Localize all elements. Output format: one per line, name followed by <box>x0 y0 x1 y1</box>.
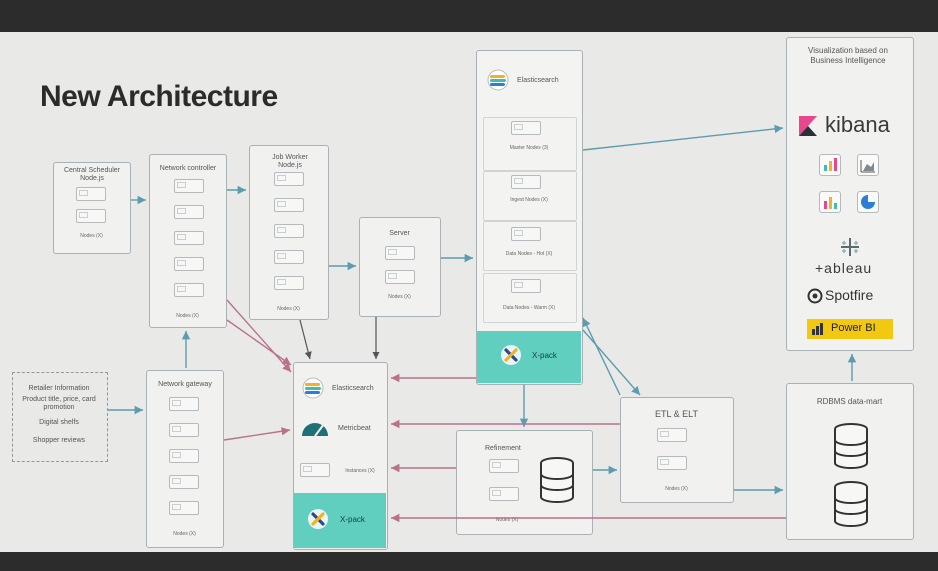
etl-box: ETL & ELT Nodes (X) <box>620 397 734 503</box>
server-node <box>511 227 541 241</box>
warm-nodes-group <box>483 273 577 323</box>
server-node <box>174 179 204 193</box>
server-node <box>657 428 687 442</box>
etl-label: ETL & ELT <box>654 409 698 419</box>
retailer-line-1: Retailer Information <box>28 385 90 392</box>
refinement-label: Refinement <box>485 445 521 452</box>
kibana-label: kibana <box>825 112 890 137</box>
area-chart-icon <box>857 154 879 176</box>
ingest-nodes-label: Ingest Nodes (X) <box>510 197 548 203</box>
network-gateway-label: Network gateway <box>158 381 212 388</box>
elasticsearch-icon <box>302 377 324 399</box>
spotfire-icon <box>807 288 823 304</box>
server-node <box>76 187 106 201</box>
server-node <box>385 246 415 260</box>
server-node <box>511 121 541 135</box>
powerbi-badge: Power BI <box>807 319 893 339</box>
server-node <box>489 459 519 473</box>
server-node <box>274 250 304 264</box>
retailer-line-4: Shopper reviews <box>32 437 86 444</box>
xpack-band <box>477 331 581 383</box>
hot-nodes-group <box>483 221 577 271</box>
visualization-box: Visualization based on Business Intellig… <box>786 37 914 351</box>
central-scheduler-label: Central Scheduler Node.js <box>63 167 121 182</box>
server-node <box>385 270 415 284</box>
retailer-line-2: Product title, price, card promotion <box>22 396 96 411</box>
server-node <box>174 283 204 297</box>
server-node <box>174 205 204 219</box>
server-node <box>274 276 304 290</box>
powerbi-label: Power BI <box>831 322 876 334</box>
ingest-nodes-group <box>483 171 577 221</box>
etl-nodes-count: Nodes (X) <box>665 486 688 492</box>
hot-nodes-label: Data Nodes - Hot (X) <box>505 251 553 257</box>
server-node <box>169 475 199 489</box>
master-nodes-label: Master Nodes (3) <box>509 145 549 151</box>
spotfire-label: Spotfire <box>825 287 874 303</box>
tableau-label: +ableau <box>815 260 873 276</box>
elasticsearch-cluster-box: Elasticsearch Master Nodes (3) Ingest No… <box>476 50 583 385</box>
server-node <box>511 279 541 293</box>
network-controller-nodes-count: Nodes (X) <box>176 313 199 319</box>
page-title: New Architecture <box>40 80 278 113</box>
job-worker-nodes-count: Nodes (X) <box>277 306 300 312</box>
job-worker-label: Job Worker Node.js <box>272 154 308 169</box>
database-icon <box>834 423 868 469</box>
server-node <box>76 209 106 223</box>
xpack-icon <box>501 345 521 365</box>
network-gateway-nodes-count: Nodes (X) <box>173 531 196 537</box>
xpack-label: X-pack <box>532 351 557 360</box>
monitoring-box: Elasticsearch Metricbeat Instances (X) X… <box>293 362 388 550</box>
server-label: Server <box>389 230 410 237</box>
server-nodes-count: Nodes (X) <box>388 294 411 300</box>
server-node <box>300 463 330 477</box>
server-node <box>174 257 204 271</box>
database-icon <box>834 481 868 527</box>
refinement-box: Refinement Nodes (X) <box>456 430 593 535</box>
refinement-nodes-count: Nodes (X) <box>495 517 519 523</box>
tableau-icon <box>841 238 859 256</box>
network-controller-box: Network controller Nodes (X) <box>149 154 227 328</box>
database-icon <box>540 457 574 503</box>
server-node <box>169 501 199 515</box>
server-node <box>274 198 304 212</box>
server-node <box>657 456 687 470</box>
rdbms-box: RDBMS data-mart <box>786 383 914 540</box>
metricbeat-icon <box>302 423 328 437</box>
server-node <box>274 172 304 186</box>
monitoring-elasticsearch-label: Elasticsearch <box>332 385 374 392</box>
server-node <box>174 231 204 245</box>
column-chart-icon <box>819 191 841 213</box>
instances-label: Instances (X) <box>345 468 375 474</box>
job-worker-box: Job Worker Node.js Nodes (X) <box>249 145 329 320</box>
server-box: Server Nodes (X) <box>359 217 441 317</box>
server-node <box>169 449 199 463</box>
elasticsearch-icon <box>487 69 509 91</box>
server-node <box>511 175 541 189</box>
monitoring-xpack-label: X-pack <box>340 515 365 524</box>
rdbms-label: RDBMS data-mart <box>816 397 883 406</box>
metricbeat-label: Metricbeat <box>338 425 371 432</box>
server-node <box>274 224 304 238</box>
kibana-icon <box>799 116 817 136</box>
xpack-icon <box>308 509 328 529</box>
network-gateway-box: Network gateway Nodes (X) <box>146 370 224 548</box>
warm-nodes-label: Data Nodes - Warm (X) <box>502 305 556 311</box>
pie-chart-icon <box>857 191 879 213</box>
elasticsearch-label: Elasticsearch <box>517 77 559 84</box>
server-node <box>169 423 199 437</box>
retailer-line-3: Digital shelfs <box>39 419 79 426</box>
server-node <box>169 397 199 411</box>
retailer-info-box: Retailer Information Product title, pric… <box>12 372 108 462</box>
master-nodes-group <box>483 117 577 171</box>
visualization-heading: Visualization based on Business Intellig… <box>808 46 888 65</box>
central-scheduler-box: Central Scheduler Node.js Nodes (X) <box>53 162 131 254</box>
powerbi-icon <box>812 323 823 335</box>
server-node <box>489 487 519 501</box>
network-controller-label: Network controller <box>159 165 217 172</box>
bar-chart-icon <box>819 154 841 176</box>
central-nodes-count: Nodes (X) <box>80 233 103 239</box>
